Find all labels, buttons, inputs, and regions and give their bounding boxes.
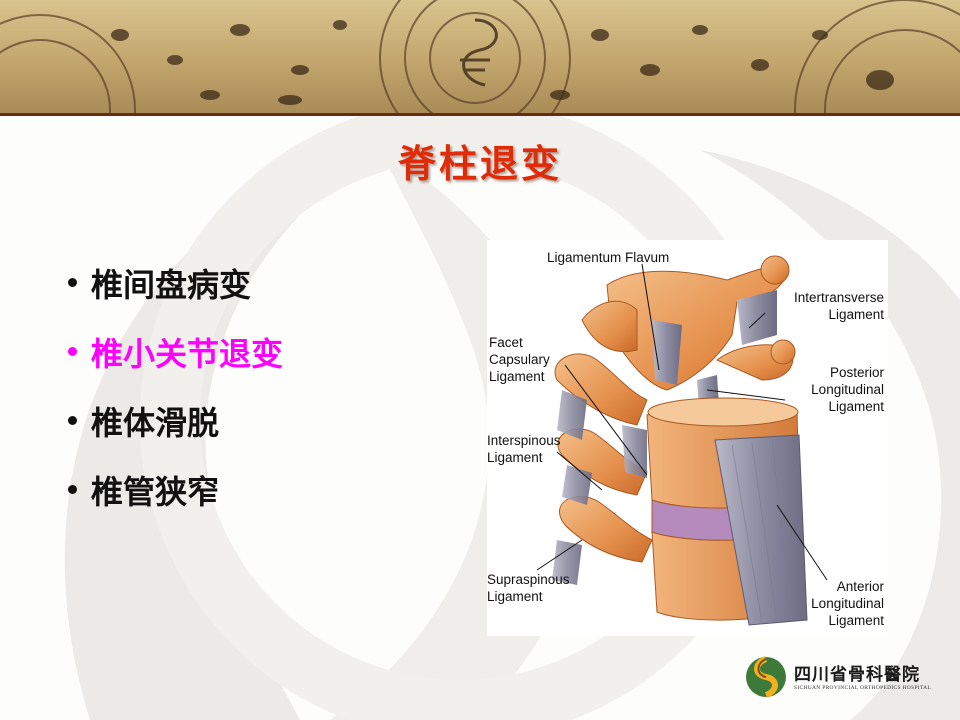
hospital-logo: 四川省骨科醫院 SICHUAN PROVINCIAL ORTHOPEDICS H… xyxy=(744,655,934,705)
bullet-dot-icon xyxy=(68,485,77,494)
bullet-item: 椎间盘病变 xyxy=(62,248,283,317)
label-facet-capsulary-ligament: Facet Capsulary Ligament xyxy=(489,335,550,384)
hospital-name-english: SICHUAN PROVINCIAL ORTHOPEDICS HOSPITAL xyxy=(794,685,932,691)
label-intertransverse-ligament: Intertransverse Ligament xyxy=(793,290,884,322)
hospital-emblem-icon xyxy=(746,656,786,698)
bullet-item: 椎管狭窄 xyxy=(62,455,283,524)
header-banner xyxy=(0,0,960,115)
bullet-item: 椎体滑脱 xyxy=(62,386,283,455)
label-ligamentum-flavum: Ligamentum Flavum xyxy=(547,250,670,265)
bullet-text: 椎小关节退变 xyxy=(91,334,284,373)
label-supraspinous-ligament: Supraspinous Ligament xyxy=(487,572,570,604)
bullet-item-highlighted: 椎小关节退变 xyxy=(62,317,283,386)
spine-ligament-figure: Ligamentum Flavum Intertransverse Ligame… xyxy=(487,240,888,636)
hospital-name: 四川省骨科醫院 xyxy=(794,665,920,685)
spine-illustration xyxy=(536,255,828,626)
label-anterior-longitudinal-ligament: Anterior Longitudinal Ligament xyxy=(811,579,884,628)
slide-title: 脊柱退变 xyxy=(397,142,562,186)
bullet-dot-icon xyxy=(68,347,77,356)
bullet-list: 椎间盘病变 椎小关节退变 椎体滑脱 椎管狭窄 xyxy=(62,248,283,524)
bullet-text: 椎管狭窄 xyxy=(91,472,220,511)
bullet-text: 椎间盘病变 xyxy=(91,265,252,304)
label-interspinous-ligament: Interspinous Ligament xyxy=(487,433,561,465)
label-posterior-longitudinal-ligament: Posterior Longitudinal Ligament xyxy=(811,365,884,414)
banner-divider xyxy=(0,113,960,116)
bullet-text: 椎体滑脱 xyxy=(91,403,220,442)
bullet-dot-icon xyxy=(68,416,77,425)
bullet-dot-icon xyxy=(68,278,77,287)
